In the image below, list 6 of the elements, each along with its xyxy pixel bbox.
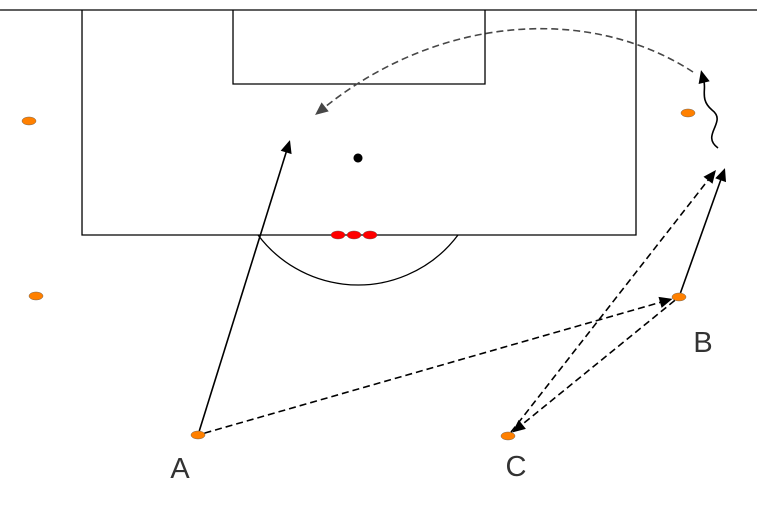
marker-cone bbox=[672, 292, 686, 302]
player-label: C bbox=[507, 456, 526, 476]
marker-cone bbox=[190, 430, 206, 440]
player-label: A bbox=[170, 458, 190, 478]
player-label: B bbox=[696, 332, 712, 352]
marker-cone bbox=[500, 432, 516, 440]
